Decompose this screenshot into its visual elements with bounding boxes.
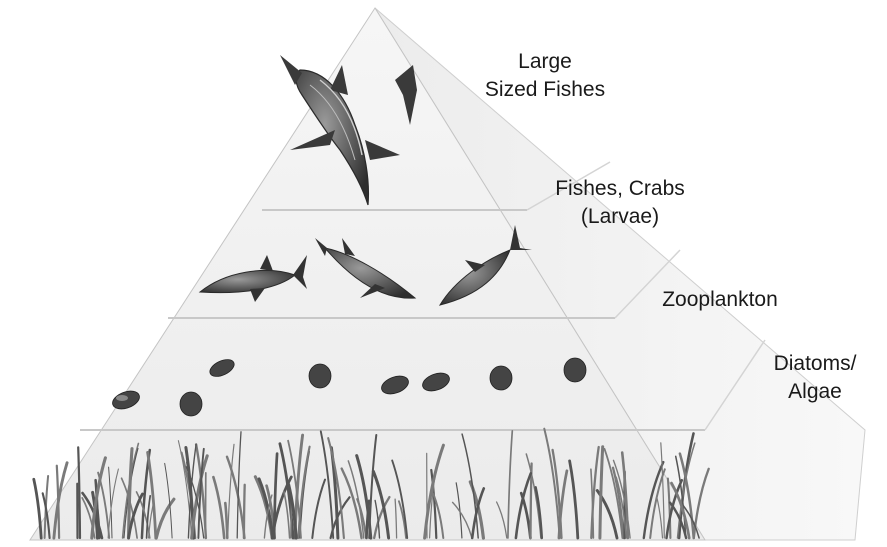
zooplankton-icon (116, 395, 128, 401)
tier-label-large-fishes: Large Sized Fishes (425, 48, 665, 104)
zooplankton-icon (564, 358, 586, 382)
tier-label-line: Fishes, Crabs (520, 175, 720, 203)
tier-label-line: Algae (745, 378, 885, 406)
tier-label-fishes-crabs: Fishes, Crabs (Larvae) (520, 175, 720, 231)
tier-label-line: (Larvae) (520, 203, 720, 231)
zooplankton-icon (180, 392, 202, 416)
zooplankton-icon (490, 366, 512, 390)
zooplankton-icon (309, 364, 331, 388)
tier-label-line: Zooplankton (620, 286, 820, 314)
tier-label-diatoms-algae: Diatoms/ Algae (745, 350, 885, 406)
tier-label-line: Sized Fishes (425, 76, 665, 104)
tier-label-zooplankton: Zooplankton (620, 286, 820, 314)
tier-label-line: Diatoms/ (745, 350, 885, 378)
tier-label-line: Large (425, 48, 665, 76)
